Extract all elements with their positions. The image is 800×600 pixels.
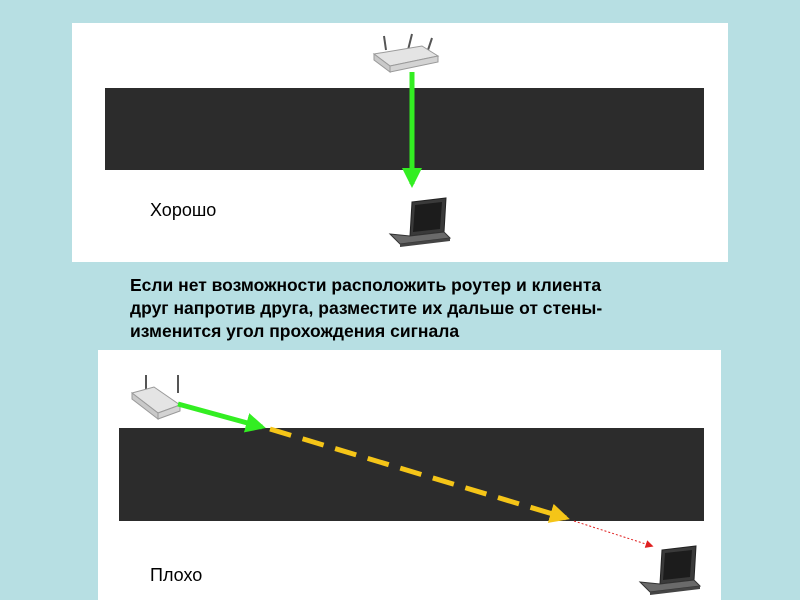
strong-signal-arrow [177, 401, 266, 433]
wall [105, 88, 704, 170]
caption-text: Если нет возможности расположить роутер … [130, 274, 690, 343]
weakened-signal-arrow [269, 426, 570, 523]
wifi-router-icon [372, 33, 440, 73]
bad-label: Плохо [150, 565, 203, 585]
caption-line-1: Если нет возможности расположить роутер … [130, 275, 602, 295]
wall [119, 428, 704, 521]
laptop-icon [388, 197, 452, 247]
laptop-icon [638, 545, 702, 595]
wifi-router-icon [130, 375, 182, 421]
good-label: Хорошо [150, 200, 217, 220]
caption-line-2: друг напротив друга, разместите их дальш… [130, 298, 603, 318]
bad-scenario-panel: Плохо [98, 350, 721, 600]
caption-line-3: изменится угол прохождения сигнала [130, 321, 460, 341]
lost-signal-arrow [573, 520, 654, 548]
